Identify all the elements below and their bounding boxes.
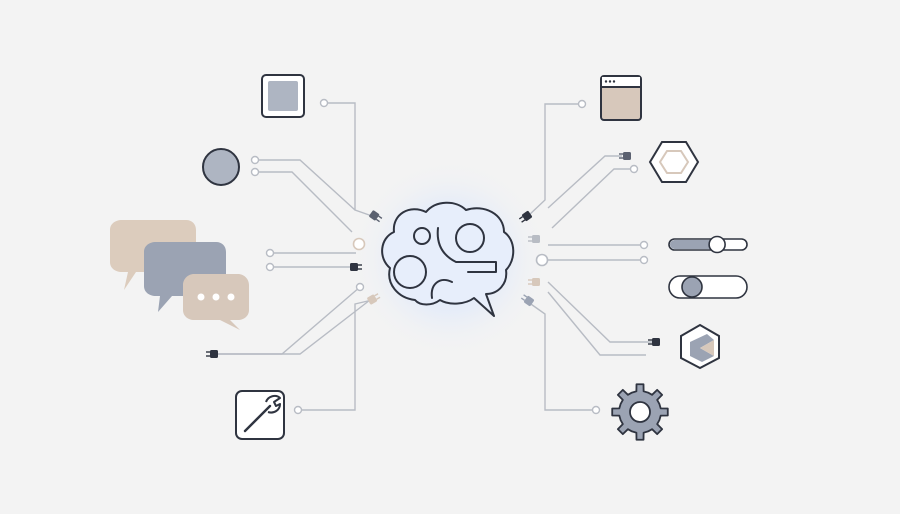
- circle-icon[interactable]: [202, 148, 240, 186]
- endpoint-dot: [265, 248, 275, 258]
- endpoint-dot: [265, 262, 275, 272]
- plug-connectors: [206, 152, 660, 358]
- endpoint-dot: [639, 240, 649, 250]
- cube-icon[interactable]: [680, 323, 720, 370]
- slider-icon[interactable]: [668, 235, 748, 254]
- wrench-icon[interactable]: [235, 390, 285, 440]
- connector-endpoints: [250, 98, 649, 415]
- chat-bubbles-icon[interactable]: [110, 220, 249, 330]
- connector-line: [547, 281, 652, 343]
- typing-dot: [212, 293, 220, 301]
- endpoint-dot: [250, 155, 260, 165]
- plug-icon: [520, 294, 534, 306]
- endpoint-dot: [250, 167, 260, 177]
- endpoint-dot: [293, 405, 303, 415]
- endpoint-dot: [577, 99, 587, 109]
- browser-window-icon[interactable]: [600, 75, 642, 121]
- plug-icon: [350, 263, 362, 271]
- square-card-icon[interactable]: [261, 74, 305, 118]
- connector-line: [218, 299, 371, 355]
- connector-line: [547, 155, 622, 209]
- endpoint-dot: [319, 98, 329, 108]
- gear-icon[interactable]: [611, 383, 669, 441]
- hub-port-dot: [352, 237, 366, 251]
- connector-line: [258, 171, 353, 233]
- brain-chat-icon: [381, 201, 515, 317]
- endpoint-dot: [639, 255, 649, 265]
- plug-icon: [648, 338, 660, 346]
- plug-icon: [528, 278, 540, 286]
- endpoint-dot: [629, 164, 639, 174]
- toggle-switch-icon[interactable]: [668, 275, 748, 299]
- slider-knob[interactable]: [708, 235, 726, 254]
- connector-lines: [218, 102, 652, 411]
- toggle-knob: [681, 276, 703, 298]
- typing-dot: [227, 293, 235, 301]
- hub-port-dot: [535, 253, 549, 267]
- typing-dot: [197, 293, 205, 301]
- plug-icon: [369, 210, 383, 223]
- plug-icon: [206, 350, 218, 358]
- plug-icon: [528, 235, 540, 243]
- connector-line: [300, 299, 373, 411]
- plug-icon: [367, 293, 381, 305]
- connector-line: [527, 301, 594, 411]
- connector-line: [328, 102, 373, 217]
- plug-icon: [619, 152, 631, 160]
- connector-line: [258, 159, 356, 211]
- plug-icon: [518, 211, 532, 223]
- endpoint-dot: [591, 405, 601, 415]
- connector-line: [551, 168, 632, 229]
- connector-line: [527, 103, 580, 217]
- hexagon-icon[interactable]: [648, 141, 700, 183]
- endpoint-dot: [355, 282, 365, 292]
- slider-fill: [670, 240, 718, 249]
- connector-line: [547, 291, 646, 356]
